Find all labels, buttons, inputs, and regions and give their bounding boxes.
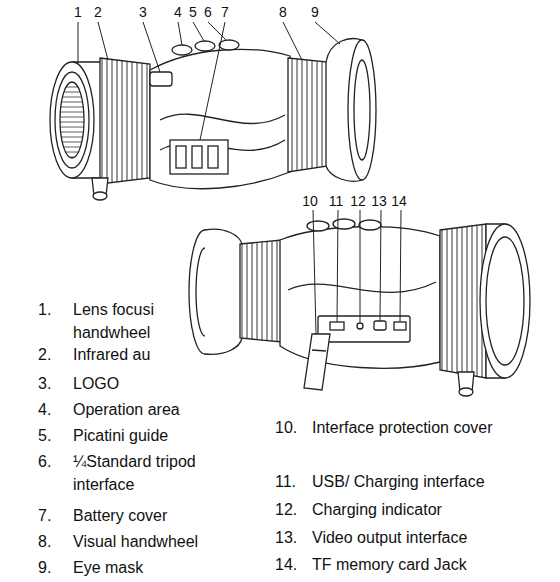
part-name: LOGO	[73, 372, 119, 395]
part-name: Lens focusi handwheel	[73, 298, 183, 344]
callout-number: 10	[302, 194, 318, 208]
part-name: Video output interface	[312, 526, 467, 549]
part-name: Battery cover	[73, 504, 167, 527]
part-name: Operation area	[73, 398, 180, 421]
callout-number: 13	[371, 194, 387, 208]
list-number: 9.	[38, 556, 51, 579]
list-number: 1.	[38, 298, 51, 321]
list-number: 10.	[275, 416, 297, 439]
top-view	[50, 39, 376, 200]
list-number: 4.	[38, 398, 51, 421]
list-number: 2.	[38, 343, 51, 366]
part-name: USB/ Charging interface	[312, 470, 485, 493]
list-number: 3.	[38, 372, 51, 395]
part-name: Charging indicator	[312, 498, 442, 521]
callout-number: 3	[139, 5, 147, 19]
part-name: Visual handwheel	[73, 530, 198, 553]
part-name: Picatini guide	[73, 424, 168, 447]
list-number: 14.	[275, 553, 297, 576]
callout-number: 9	[311, 5, 319, 19]
list-number: 7.	[38, 504, 51, 527]
callout-number: 6	[204, 5, 212, 19]
callout-number: 8	[279, 5, 287, 19]
callout-number: 14	[391, 194, 407, 208]
list-number: 11.	[275, 470, 296, 493]
part-name: TF memory card Jack	[312, 553, 467, 576]
part-name: Eye mask	[73, 556, 143, 579]
callout-number: 2	[94, 5, 102, 19]
part-name: ¼Standard tripod interface	[73, 450, 238, 496]
callout-number: 1	[74, 5, 82, 19]
callout-number: 11	[329, 194, 344, 208]
list-number: 13.	[275, 526, 297, 549]
part-name: Infrared au	[73, 343, 150, 366]
list-number: 5.	[38, 424, 51, 447]
list-number: 12.	[275, 498, 297, 521]
callout-number: 5	[189, 5, 197, 19]
callout-number: 4	[174, 5, 182, 19]
part-name: Interface protection cover	[312, 416, 512, 439]
callout-number: 7	[221, 5, 229, 19]
list-number: 6.	[38, 450, 51, 473]
callout-number: 12	[350, 194, 366, 208]
leader-lines	[78, 22, 401, 334]
list-number: 8.	[38, 530, 51, 553]
